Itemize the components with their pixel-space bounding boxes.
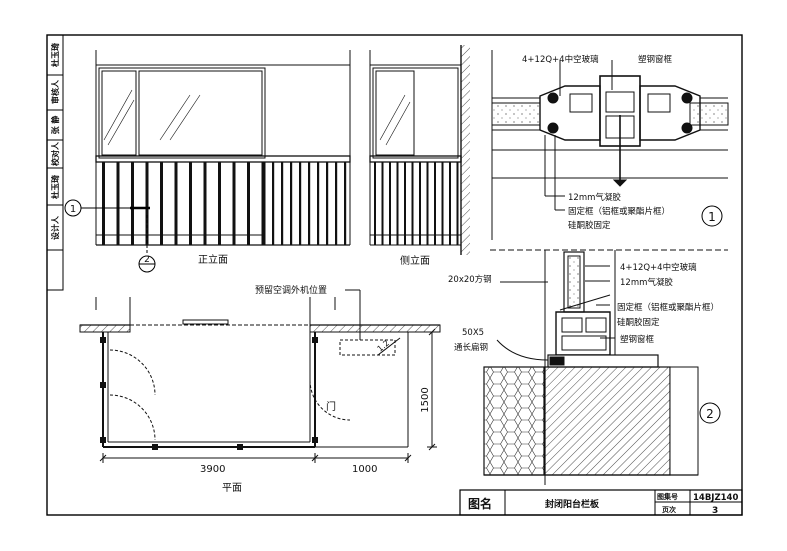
railing-bar [404,162,406,245]
front-elevation [95,50,351,246]
drawing-title: 封闭阳台栏板 [545,498,600,510]
railing-bar [456,162,459,245]
strip-cell: 张 静 [50,116,60,135]
railing-bar [344,162,347,245]
door-label: 门 [326,400,336,413]
strip-cell: 审核人 [50,79,60,104]
detail1-silicone-label: 硅酮胶固定 [568,220,611,231]
railing-bar [389,162,391,245]
railing-bar [290,162,293,245]
detail2-flat-steel-label: 通长扁钢 [454,342,488,353]
atlas-value: 14BJZ140 [693,493,738,503]
detail2-flat-steel-size: 50X5 [462,328,484,338]
detail2-fixed-frame-label: 固定框（铝框或聚酯片框） [617,302,719,313]
page-value: 3 [712,506,718,516]
strip-cell: 设计人 [50,215,60,240]
section-callouts: 1 2 [64,199,156,273]
signature-strip: 杜玉琦 审核人 张 静 校对人 杜玉琦 设计人 [46,34,64,291]
plan-posts [100,337,318,450]
strip-cell: 校对人 [50,141,60,166]
detail2-square-steel-label: 20x20方钢 [448,274,492,285]
ac-position-label: 预留空调外机位置 [255,284,327,296]
railing-bar [174,162,178,245]
side-railing-bars [374,162,459,245]
railing-bar [203,162,207,245]
detail2-sealant-label: 12mm气凝胶 [620,277,673,288]
plan-post [100,382,106,388]
railing-bar [189,162,192,245]
railing-bar [434,162,436,245]
detail1-frame-label: 塑钢窗框 [638,54,673,65]
callout-two-label: 2 [144,255,150,265]
detail2-frame-label: 塑钢窗框 [620,334,655,345]
railing-bar [247,162,250,245]
detail-one [491,50,729,240]
side-wall-hatch [461,45,470,255]
dim-width-right: 1000 [352,464,377,475]
side-elevation [369,45,462,255]
railing-bar [374,162,376,245]
front-elevation-title: 正立面 [198,253,228,266]
railing-bar [272,162,275,245]
railing-bar [145,162,149,245]
detail2-number: 2 [706,407,714,421]
detail-two [483,249,728,485]
dim-width-left: 3900 [200,464,225,475]
railing-bar [449,162,451,245]
front-railing-bars [102,162,347,245]
detail2-silicone-label: 硅酮胶固定 [617,317,660,328]
railing-bar [218,162,221,245]
railing-bar [308,162,311,245]
railing-bar [102,162,105,245]
plan-post [152,444,158,450]
dim-depth: 1500 [420,387,431,412]
detail1-number: 1 [708,210,716,224]
railing-bar [441,162,444,245]
detail1-fixed-frame-label: 固定框（铝框或聚酯片框） [568,206,670,217]
page-label: 页次 [662,505,676,514]
railing-bar [261,162,265,245]
side-elevation-title: 侧立面 [400,254,430,267]
strip-cell: 杜玉琦 [50,175,60,199]
title-block [459,489,743,516]
railing-bar [317,162,320,245]
railing-bar [299,162,302,245]
railing-bar [160,162,163,245]
plan-view [79,289,441,463]
callout-one-label: 1 [70,204,76,215]
detail1-glass-label: 4+12Q+4中空玻璃 [522,54,599,65]
railing-bar [335,162,338,245]
atlas-label: 图集号 [657,492,678,501]
railing-bar [419,162,421,245]
detail1-number-circle [701,205,723,227]
ac-size-label: 1.2 [376,338,392,353]
railing-bar [396,162,399,245]
railing-bar [232,162,236,245]
plan-post [237,444,243,450]
strip-cell: 杜玉琦 [50,43,60,67]
plan-post [100,337,106,343]
railing-bar [381,162,384,245]
detail1-sealant-label: 12mm气凝胶 [568,192,621,203]
plan-post [312,337,318,343]
railing-bar [326,162,329,245]
title-block-label: 图名 [468,496,492,511]
railing-bar [411,162,414,245]
detail2-glass-label: 4+12Q+4中空玻璃 [620,262,697,273]
railing-bar [281,162,284,245]
plan-title: 平面 [222,483,242,494]
railing-bar [116,162,120,245]
plan-post [100,437,106,443]
railing-bar [426,162,429,245]
plan-post [312,437,318,443]
railing-bar [131,162,134,245]
detail2-number-circle [699,402,721,424]
